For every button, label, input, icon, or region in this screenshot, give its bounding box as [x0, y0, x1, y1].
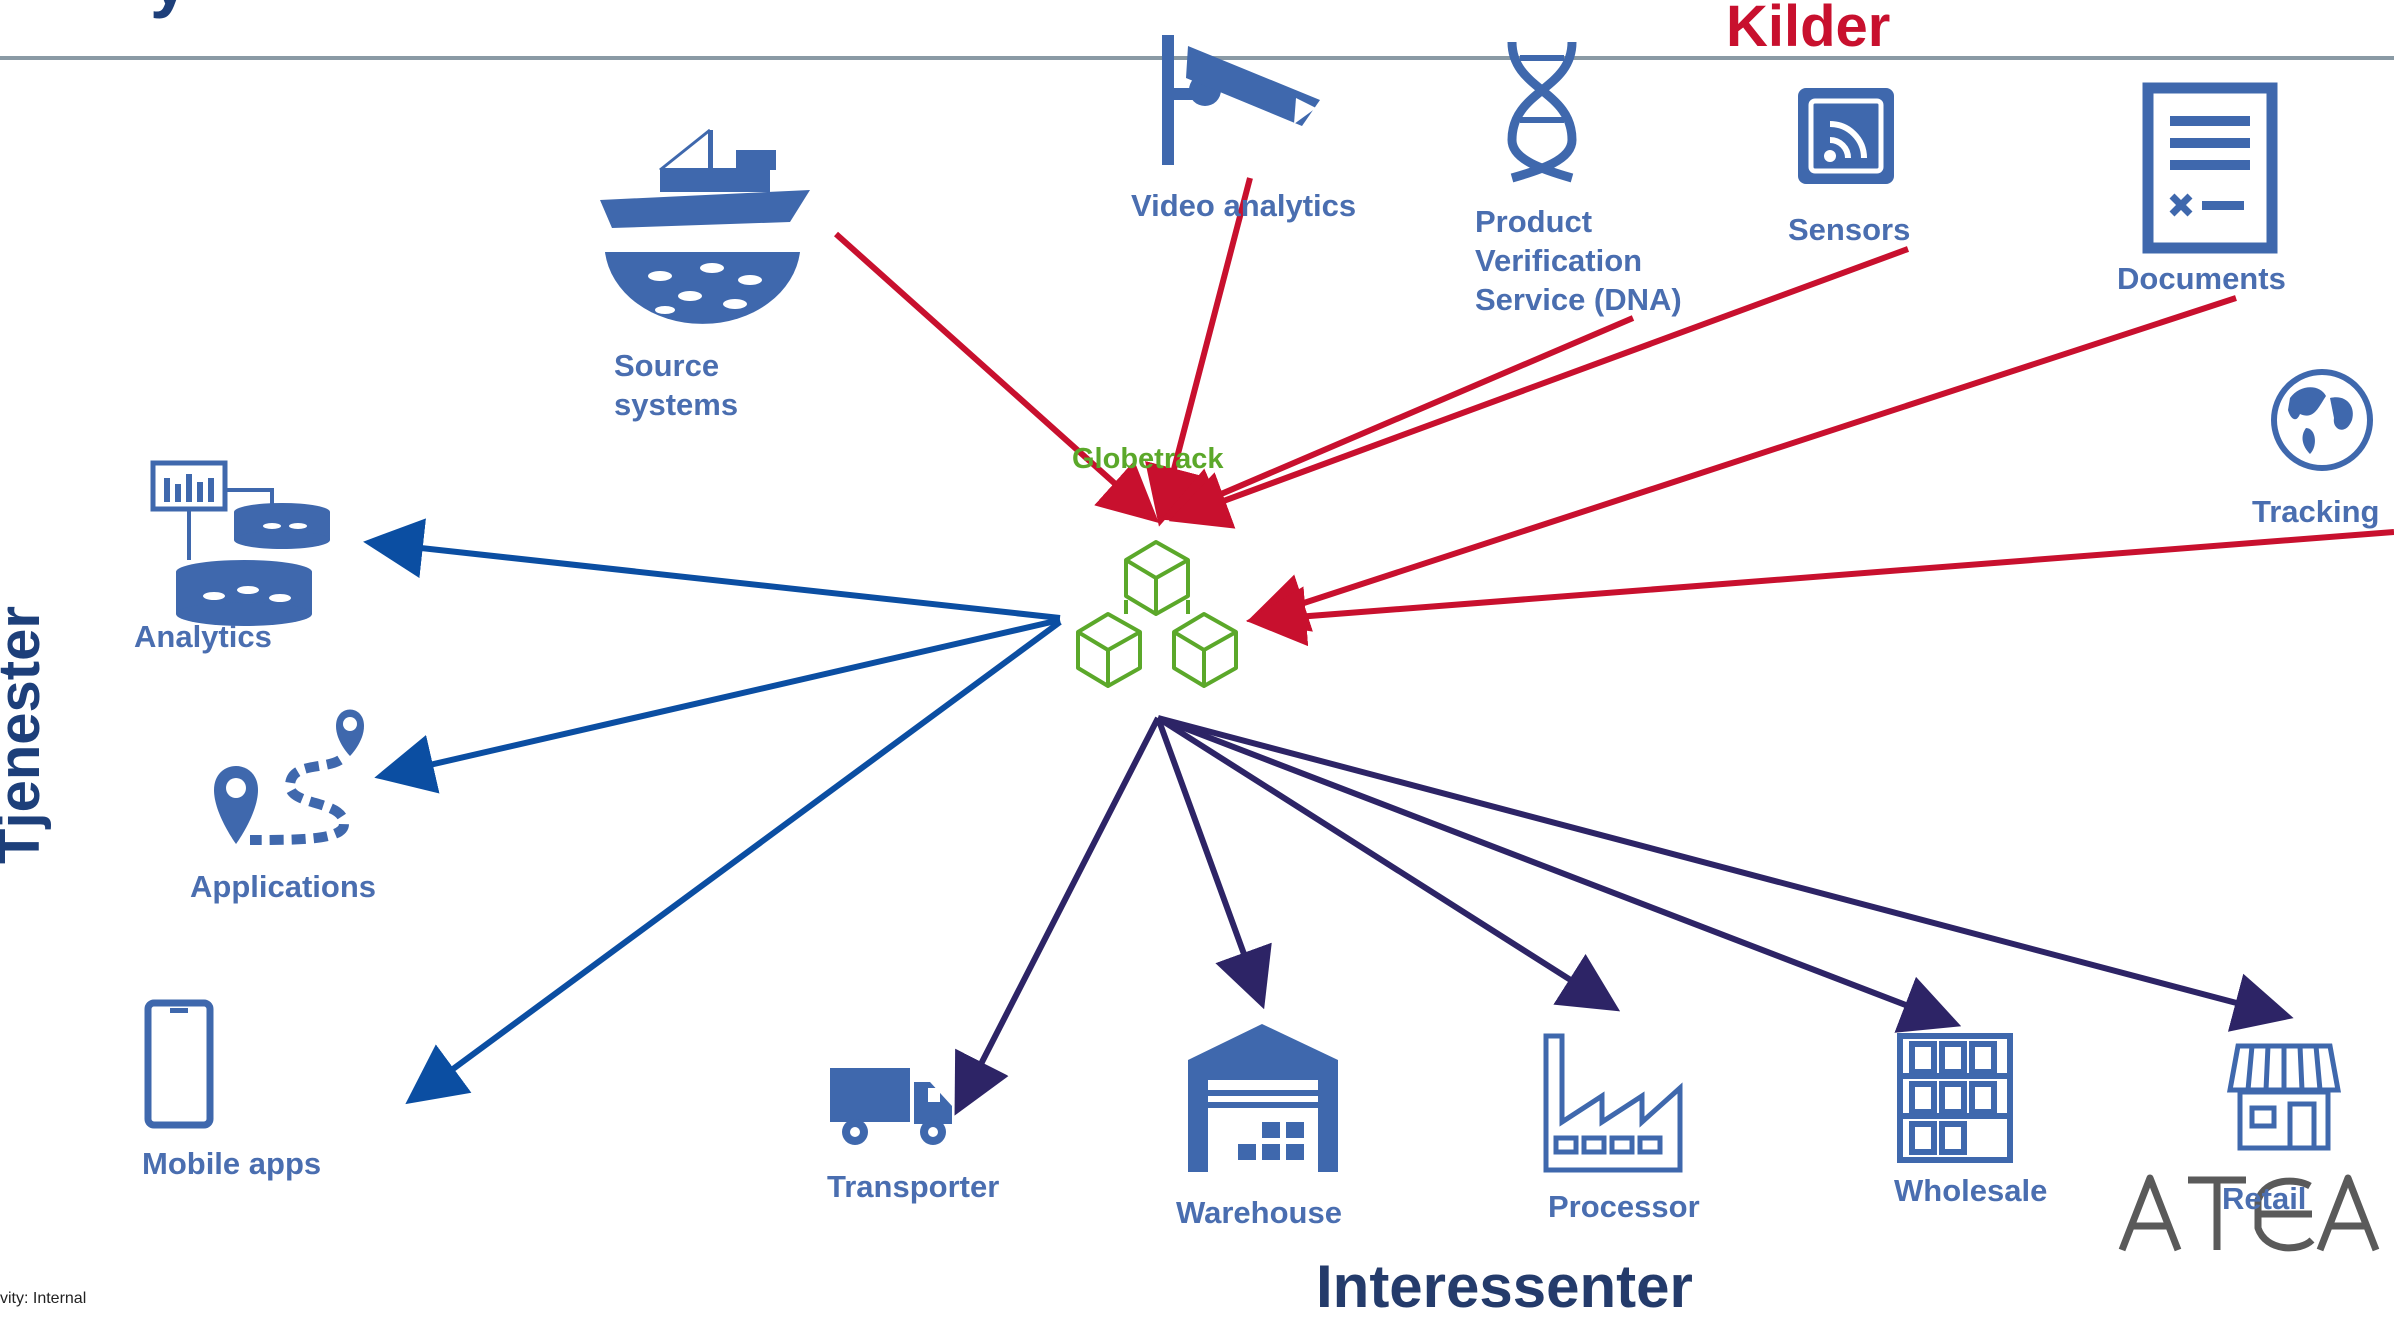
globe-icon	[2271, 369, 2373, 471]
arrow-mobile-apps	[405, 619, 1062, 1105]
arrow-documents	[1246, 295, 2237, 632]
label-mobile-apps: Mobile apps	[142, 1146, 322, 1181]
warehouse-icon	[1188, 1024, 1338, 1172]
label-sensors: Sensors	[1788, 212, 1911, 247]
mobile-phone-icon	[144, 999, 214, 1129]
label-product-verification: Product Verification Service (DNA)	[1475, 204, 1682, 317]
kilder-heading: Kilder	[1726, 0, 1891, 59]
route-pins-icon	[214, 709, 364, 845]
label-applications: Applications	[190, 869, 377, 904]
arrow-source-systems	[833, 231, 1159, 524]
document-icon	[2142, 82, 2278, 254]
arrow-sensors	[1168, 246, 1910, 529]
label-source-systems: Source systems	[614, 348, 739, 422]
arrow-video-analytics	[1145, 177, 1253, 527]
arrow-retail	[1157, 715, 2294, 1032]
label-video-analytics: Video analytics	[1131, 188, 1357, 223]
arrow-applications	[374, 617, 1061, 794]
label-transporter: Transporter	[827, 1169, 1000, 1204]
sensor-icon	[1798, 88, 1894, 184]
fish-tanks-analytics-icon	[150, 460, 330, 626]
arrow-tracking	[1246, 529, 2394, 647]
stakeholder-arrows	[954, 715, 2294, 1116]
fishing-boat-icon	[600, 128, 810, 324]
truck-icon	[830, 1068, 952, 1145]
arrow-processor	[1156, 715, 1621, 1012]
arrow-analytics	[363, 518, 1061, 621]
shelves-icon	[1897, 1033, 2013, 1163]
source-arrows	[833, 177, 2394, 647]
arrow-product-verification	[1160, 315, 1635, 524]
arrow-warehouse	[1155, 716, 1272, 1010]
classification-label: vity: Internal	[0, 1290, 87, 1307]
blocks-icon	[1076, 540, 1238, 688]
label-processor: Processor	[1548, 1189, 1700, 1224]
service-arrows	[363, 518, 1062, 1105]
dna-icon	[1507, 41, 1577, 183]
tjenester-heading: Tjenester	[0, 606, 52, 864]
label-analytics: Analytics	[134, 619, 272, 654]
label-retail: Retail	[2222, 1181, 2307, 1216]
label-warehouse: Warehouse	[1176, 1195, 1342, 1230]
atea-logo	[2118, 1174, 2380, 1252]
arrow-transporter	[954, 716, 1161, 1116]
store-icon	[2227, 1043, 2341, 1151]
interessenter-heading: Interessenter	[1316, 1253, 1693, 1320]
label-documents: Documents	[2117, 261, 2286, 296]
label-wholesale: Wholesale	[1894, 1173, 2048, 1208]
factory-icon	[1543, 1033, 1683, 1173]
security-camera-icon	[1162, 35, 1320, 165]
label-tracking: Tracking	[2252, 494, 2380, 529]
arrow-wholesale	[1156, 715, 1962, 1033]
cropped-title-fragment: y	[150, 0, 189, 19]
hub-label: Globetrack	[1072, 443, 1224, 475]
